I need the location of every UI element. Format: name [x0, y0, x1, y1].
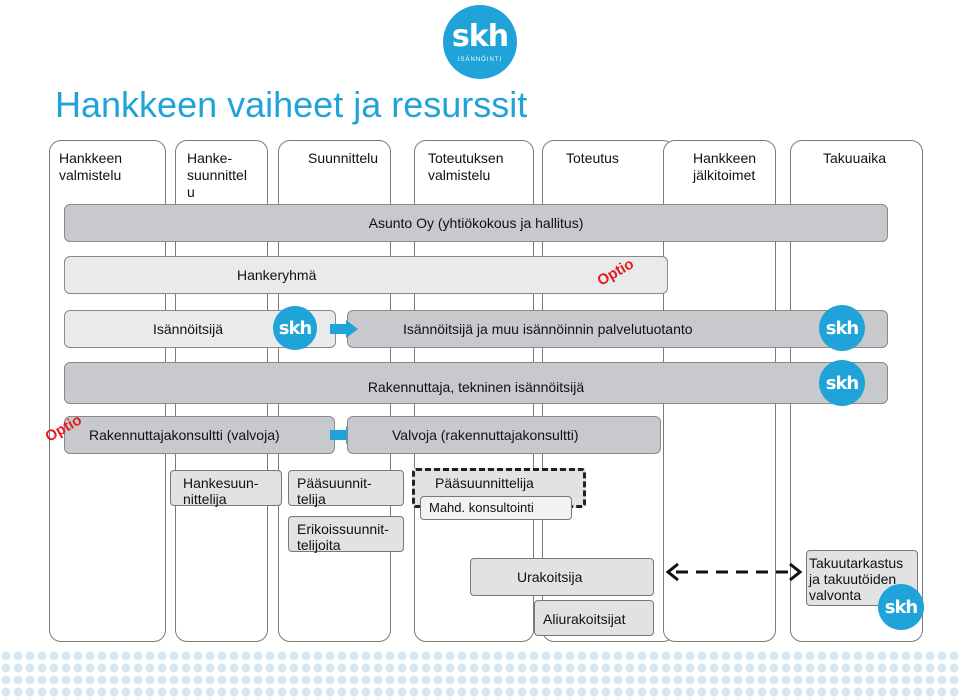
asunto-oy-label: Asunto Oy (yhtiökokous ja hallitus): [368, 215, 584, 231]
takuutarkastus-label: Takuutarkastus ja takuutöiden valvonta: [809, 555, 904, 603]
paasuunnittelija-box-1: Pääsuunnit-telija: [288, 470, 404, 507]
logo-text: skh: [451, 19, 509, 54]
hankeryhma-bar: Hankeryhmä: [64, 256, 668, 294]
logo-subtext: ISÄNNÖINTI: [457, 57, 503, 63]
arrow-icon: [330, 320, 358, 338]
hankeryhma-label: Hankeryhmä: [237, 267, 317, 283]
skh-logo-small-text: skh: [278, 317, 312, 339]
skh-logo-small-text: skh: [825, 372, 859, 394]
phase-header-6: Hankkeen jälkitoimet: [693, 150, 757, 183]
rakennuttaja-label: Rakennuttaja, tekninen isännöitsijä: [367, 379, 585, 395]
skh-logo-small: skh: [819, 305, 865, 351]
skh-logo-small-text: skh: [825, 317, 859, 339]
phase-header-4: Toteutuksen valmistelu: [428, 150, 504, 183]
page-title: Hankkeen vaiheet ja resurssit: [55, 84, 528, 125]
skh-logo-small: skh: [819, 360, 865, 406]
valvoja-bar: Valvoja (rakennuttajakonsultti): [347, 416, 661, 454]
hankesuunnittelija-box: Hankesuun-nittelija: [170, 470, 282, 507]
mahd-konsultointi-label: Mahd. konsultointi: [429, 500, 534, 515]
paasuunnittelija-label-2: Pääsuunnittelija: [435, 475, 534, 491]
skh-logo-small: skh: [878, 584, 924, 630]
rakennuttajakonsultti-bar: Rakennuttajakonsultti (valvoja): [64, 416, 335, 454]
rakennuttaja-bar: Rakennuttaja, tekninen isännöitsijä: [64, 362, 888, 404]
isannoitsija-muu-bar: Isännöitsijä ja muu isännöinnin palvelut…: [347, 310, 888, 348]
phase-header-2: Hanke-suunnittel u: [187, 150, 247, 200]
isannoitsija-muu-label: Isännöitsijä ja muu isännöinnin palvelut…: [403, 321, 693, 337]
mahd-konsultointi-box: Mahd. konsultointi: [420, 496, 572, 520]
asunto-oy-bar: Asunto Oy (yhtiökokous ja hallitus): [64, 204, 888, 242]
urakoitsija-label: Urakoitsija: [517, 569, 583, 585]
isannoitsija-label: Isännöitsijä: [153, 321, 224, 337]
phase-header-1: Hankkeen valmistelu: [59, 150, 123, 183]
urakoitsija-box: Urakoitsija: [470, 558, 654, 596]
skh-logo-small-text: skh: [884, 596, 918, 618]
decorative-dot-pattern: [0, 650, 960, 700]
aliurakoitsijat-box: Aliurakoitsijat: [534, 600, 654, 636]
skh-logo: skh ISÄNNÖINTI: [443, 5, 517, 79]
phase-header-5: Toteutus: [566, 150, 619, 166]
phase-header-7: Takuuaika: [823, 150, 887, 166]
phase-header-3: Suunnittelu: [308, 150, 379, 166]
hankesuunnittelija-label: Hankesuun-nittelija: [183, 475, 259, 507]
paasuunnittelija-label-1: Pääsuunnit-telija: [297, 475, 372, 507]
skh-logo-small: skh: [273, 306, 317, 350]
erikoissuunnittelijoita-label: Erikoissuunnit-telijoita: [297, 521, 389, 553]
rakennuttajakonsultti-label: Rakennuttajakonsultti (valvoja): [89, 427, 280, 443]
aliurakoitsijat-label: Aliurakoitsijat: [543, 611, 626, 627]
erikoissuunnittelijoita-box: Erikoissuunnit-telijoita: [288, 516, 404, 553]
valvoja-label: Valvoja (rakennuttajakonsultti): [392, 427, 579, 443]
dashed-double-arrow-icon: [665, 562, 803, 582]
